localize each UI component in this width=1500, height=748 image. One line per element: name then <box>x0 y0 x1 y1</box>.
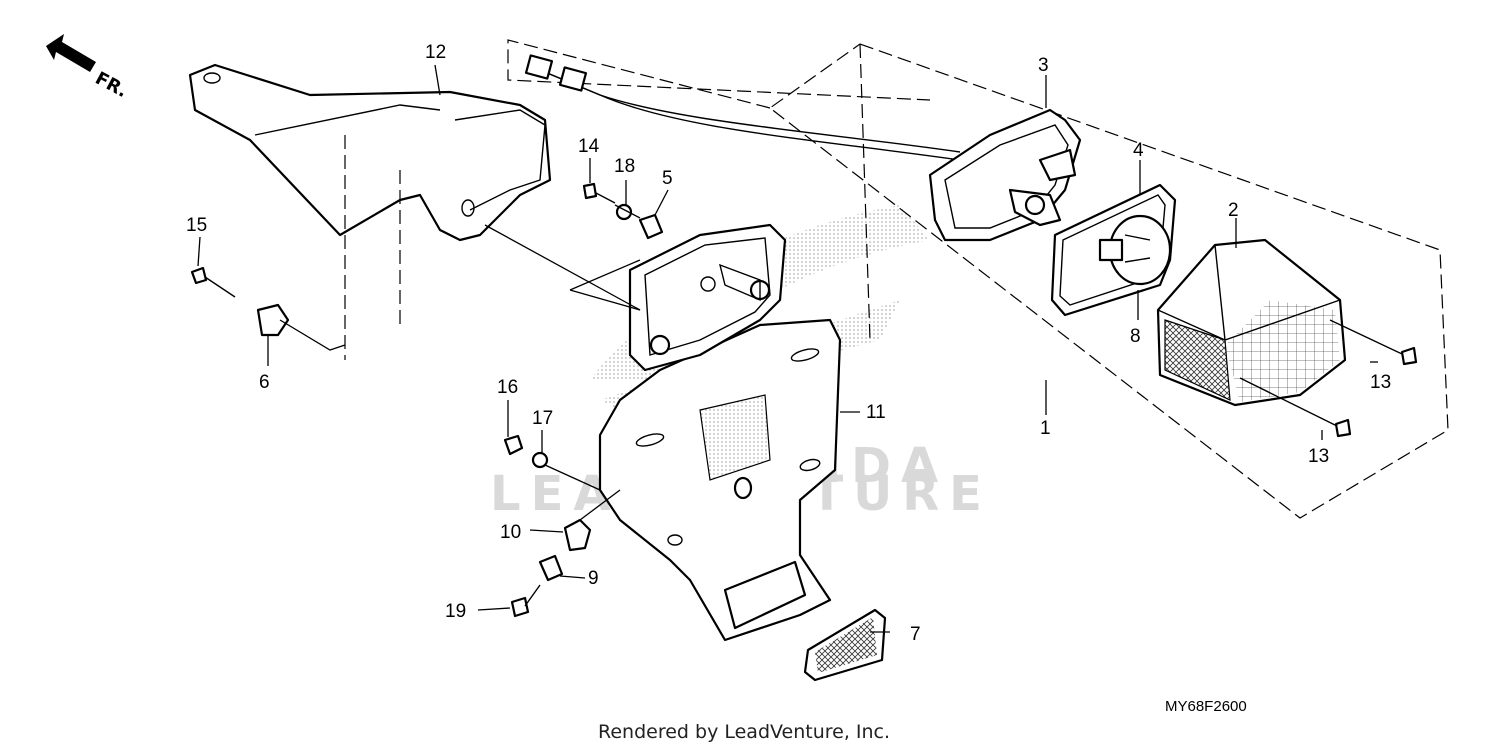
part-8-bulb <box>1098 214 1172 286</box>
callout-2: 2 <box>1228 200 1239 221</box>
callout-16: 16 <box>497 377 518 398</box>
callout-4: 4 <box>1133 140 1144 161</box>
callout-6: 6 <box>259 372 270 393</box>
callout-11: 11 <box>866 402 886 423</box>
callout-1: 1 <box>1040 418 1051 439</box>
front-arrow-icon <box>46 34 96 72</box>
lamp-housing <box>628 223 787 372</box>
callout-17: 17 <box>532 408 553 429</box>
callout-18: 18 <box>614 156 635 177</box>
callout-15: 15 <box>186 215 207 236</box>
part-7-reflector <box>803 608 887 682</box>
callout-13-upper: 13 <box>1370 372 1391 393</box>
callout-5: 5 <box>662 168 673 189</box>
part-11-license-bracket <box>598 318 842 642</box>
leader-lines <box>197 64 1378 633</box>
callout-14: 14 <box>578 136 600 157</box>
callout-12: 12 <box>425 42 446 63</box>
wire-harness <box>524 54 961 161</box>
callout-19: 19 <box>445 601 466 622</box>
part-3-lamp-base <box>928 108 1082 242</box>
diagram-code: MY68F2600 <box>1165 698 1247 715</box>
render-credit: Rendered by LeadVenture, Inc. <box>598 721 890 743</box>
part-2-lens <box>1156 238 1347 407</box>
callout-labels: 3 4 2 8 1 13 13 12 14 18 5 15 6 16 17 11… <box>186 42 1391 645</box>
direction-label: FR. <box>92 68 131 102</box>
callout-10: 10 <box>500 522 521 543</box>
callout-13-lower: 13 <box>1308 446 1329 467</box>
callout-7: 7 <box>910 624 921 645</box>
assembly-box-1 <box>507 39 1449 519</box>
callout-3: 3 <box>1038 55 1049 76</box>
callout-8: 8 <box>1130 326 1141 347</box>
front-direction-indicator: FR. <box>46 34 131 102</box>
hardware <box>190 182 1418 618</box>
part-12-rear-bracket <box>188 63 552 360</box>
callout-9: 9 <box>588 568 599 589</box>
